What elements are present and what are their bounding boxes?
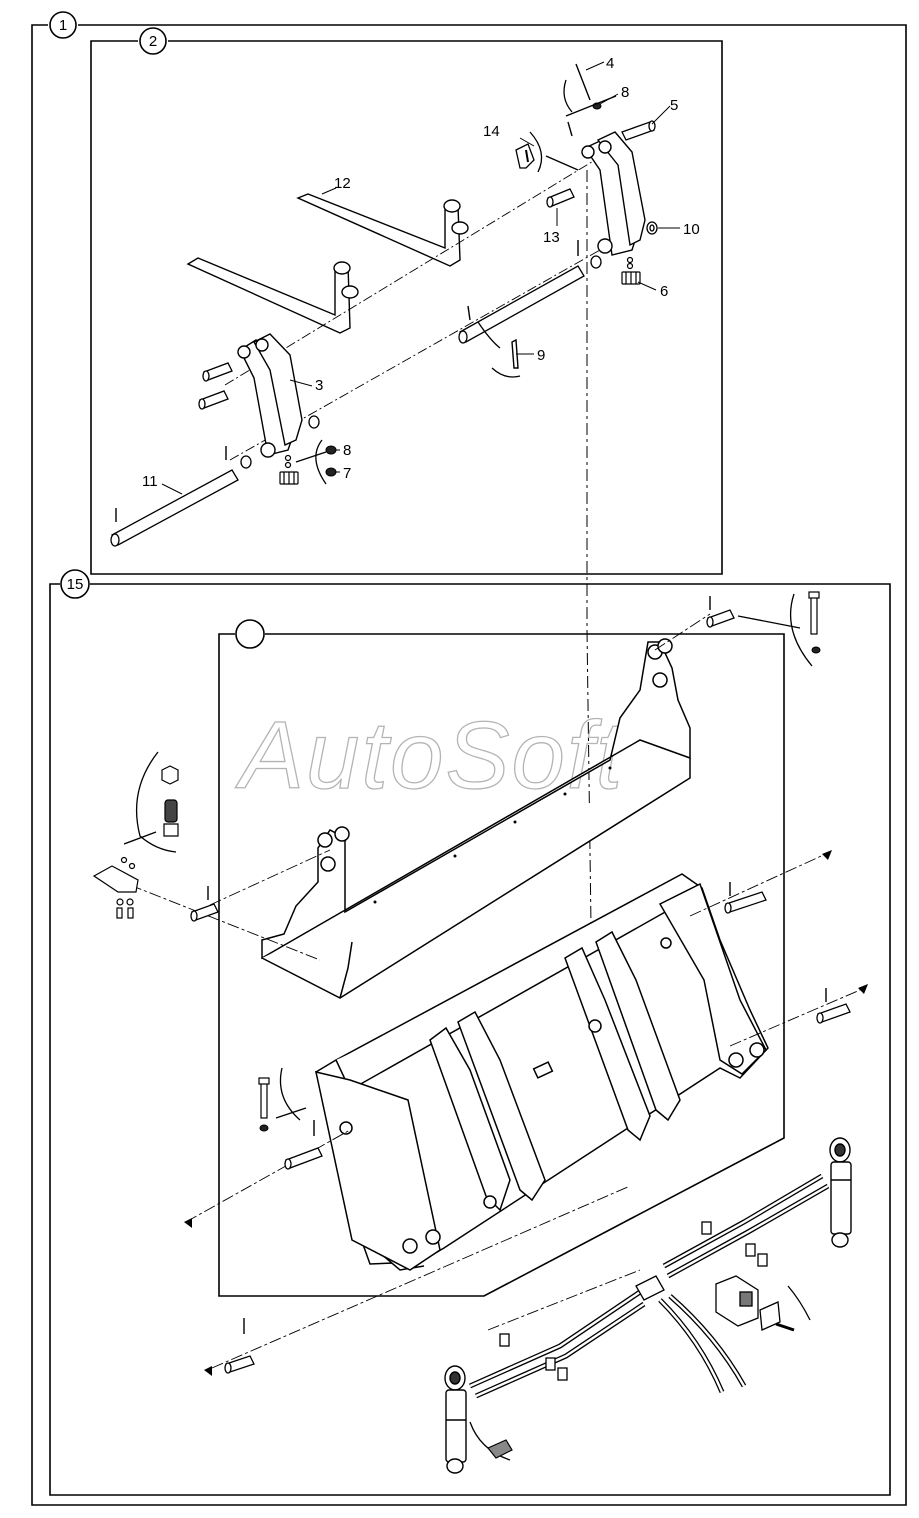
clamp-bracket: [715, 1275, 795, 1332]
bucket-callout-brackets: [123, 593, 813, 1461]
callout-7: 7: [343, 465, 351, 482]
callout-3: 3: [315, 377, 323, 394]
callout-5: 5: [670, 97, 678, 114]
watermark-text: AutoSoft: [235, 702, 626, 809]
callout-9: 9: [537, 347, 545, 364]
quick-coupler: [261, 638, 691, 999]
bucket-bolts: [161, 591, 820, 1119]
alignment-line: [586, 170, 593, 1001]
coupler-top-dots: [373, 766, 612, 904]
bucket-nuts: [259, 646, 821, 1132]
callout-13: 13: [543, 229, 560, 246]
cylinder-pin-small: [487, 1439, 513, 1459]
right-shoe-6: [621, 256, 641, 285]
washers: [240, 221, 658, 469]
left-mount-bracket-3: [237, 333, 303, 458]
left-shoe: [279, 454, 299, 485]
bucket-small-pins: [207, 596, 827, 1334]
hydraulic-cylinder-left: [444, 1365, 467, 1474]
arrow-heads: [184, 850, 868, 1376]
group-15-badge: 15: [60, 569, 90, 599]
callout-14: 14: [483, 123, 500, 140]
group-2-frame: [90, 40, 723, 575]
callout-8-bottom: 8: [343, 442, 351, 459]
bucket-subgroup-frame: [218, 619, 785, 1297]
tooth-shoe: [92, 856, 139, 919]
fork-leader-lines: [224, 159, 601, 461]
hydraulic-cylinder-right: [829, 1137, 852, 1248]
hose-inner: [469, 1174, 829, 1398]
right-mount-bracket: [581, 131, 646, 256]
callout-12: 12: [334, 175, 351, 192]
group-1-badge: 1: [49, 11, 77, 39]
split-pins: [115, 63, 591, 522]
bucket-leader-lines: [129, 613, 861, 1369]
group-1-frame: [31, 24, 907, 1506]
fork-callout-leaders: [161, 61, 680, 495]
callout-8-top: 8: [621, 84, 629, 101]
shafts: [110, 265, 585, 547]
valve-block: [499, 1221, 768, 1381]
bucket-pins: [190, 609, 851, 1374]
callout-6: 6: [660, 283, 668, 300]
fork-callout-brackets: [295, 79, 617, 485]
group-15-number: 15: [67, 576, 84, 593]
callout-11: 11: [142, 473, 158, 490]
callout-4: 4: [606, 55, 614, 72]
lock-pin-14: [515, 143, 535, 169]
callout-labels: 4 8 5 14 12 10 13 6 9 3 8 7 11: [142, 55, 700, 490]
group-15-frame: [49, 583, 891, 1496]
callout-10: 10: [683, 221, 700, 238]
group-2-number: 2: [149, 33, 157, 50]
bucket: [315, 873, 769, 1271]
group-2-badge: 2: [139, 27, 167, 55]
fork-tines: [186, 193, 469, 334]
group-1-number: 1: [59, 17, 67, 34]
pins: [198, 120, 656, 410]
